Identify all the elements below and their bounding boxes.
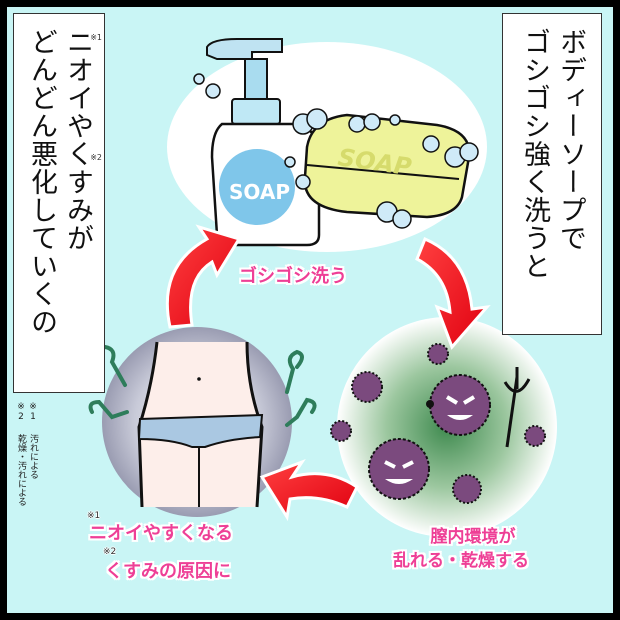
cycle-arrows [165, 224, 491, 522]
left-caption-line-2: どんどん悪化していくの [26, 28, 57, 336]
step-odor-note-1: ※1 [87, 511, 101, 521]
note-mark-1: ※1 [90, 33, 102, 42]
lower-body-icon [137, 341, 264, 508]
right-caption-line-1: ボディーソープで [555, 28, 586, 252]
right-caption-line-2: ゴシゴシ強く洗うと [519, 28, 550, 280]
small-germs [330, 343, 546, 504]
right-caption-box: ボディーソープで ゴシゴシ強く洗うと [502, 13, 602, 335]
step-wash-label: ゴシゴシ洗う [239, 266, 347, 287]
step-environment-line-1: 膣内環境が [430, 527, 516, 547]
step-odor-label: ニオイやすくなる くすみの原因に [89, 515, 233, 591]
footnote-1: ※1汚れによる [28, 402, 38, 479]
step-odor-note-2: ※2 [103, 547, 117, 557]
bottle-soap-label: SOAP [229, 180, 290, 204]
comic-panel: SOAP SOAP [7, 7, 613, 613]
arrow-left [259, 458, 359, 522]
step-environment-label: 膣内環境が 乱れる・乾燥する [393, 525, 529, 573]
step-odor-line-1: ニオイやすくなる [89, 523, 233, 544]
note-mark-2: ※2 [90, 153, 102, 162]
body-scene [88, 327, 317, 517]
step-environment-line-2: 乱れる・乾燥する [393, 551, 529, 571]
bubbles [193, 73, 479, 229]
footnotes: ※1汚れによる ※2乾燥・汚れによる [15, 402, 39, 530]
germ-big-devil-icon [426, 367, 531, 448]
germ-big-grin-icon [368, 438, 430, 500]
step-odor-line-2: くすみの原因に [105, 561, 231, 582]
illustration-layer: SOAP SOAP [88, 38, 557, 537]
arrow-down-right [415, 237, 491, 350]
arrow-up-left [165, 224, 242, 329]
germ-scene [330, 317, 557, 537]
footnote-2: ※2乾燥・汚れによる [16, 402, 26, 506]
left-caption-box: ニオイやくすみが どんどん悪化していくの ※1 ※2 [13, 13, 105, 393]
left-caption-line-1: ニオイやくすみが [62, 28, 93, 252]
soap-scene: SOAP SOAP [167, 38, 487, 252]
